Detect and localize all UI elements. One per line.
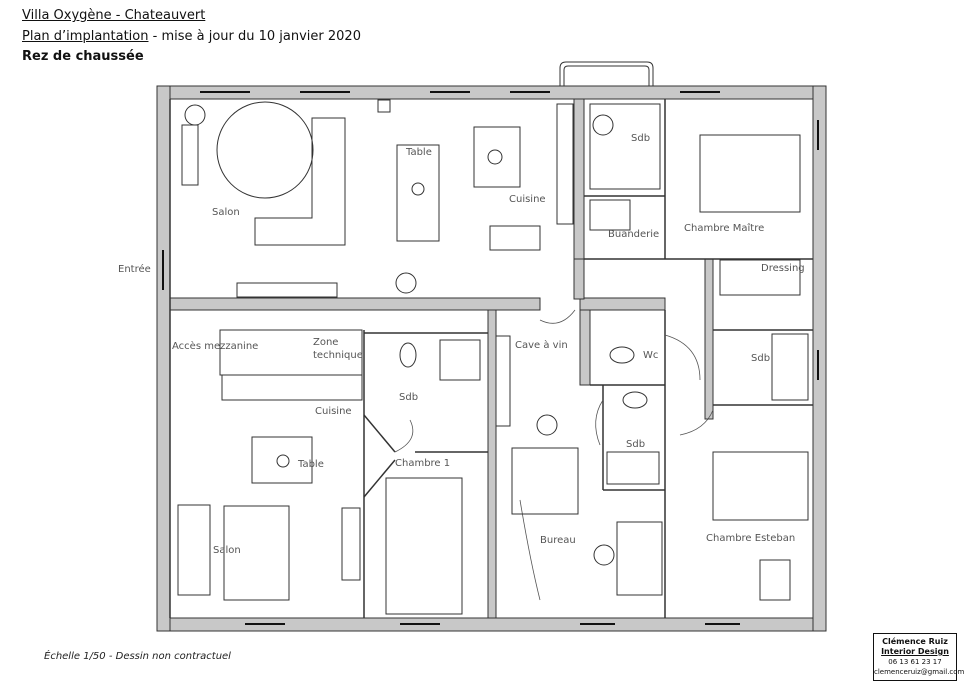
master-bed: [699, 134, 801, 213]
ground-right-furniture: [495, 333, 809, 601]
room-salon-left: Salon: [213, 545, 241, 556]
desk: [511, 447, 579, 515]
room-chambre-esteban: Chambre Esteban: [706, 533, 795, 544]
east-partition: [704, 258, 714, 420]
table-centerpiece-icon: [411, 182, 425, 196]
corner-sofa: [254, 117, 346, 246]
sideboard: [236, 282, 338, 298]
room-salon-top: Salon: [212, 207, 240, 218]
side-table: [377, 99, 391, 113]
room-table-left: Table: [297, 459, 324, 470]
laundry-machine: [589, 199, 631, 231]
round-rug: [216, 101, 314, 199]
room-sdb-center: Sdb: [626, 439, 645, 450]
desk-chair: [536, 414, 558, 436]
west-wall: [156, 85, 171, 632]
room-buanderie: Buanderie: [608, 229, 659, 240]
room-entree: Entrée: [118, 263, 151, 275]
console-2: [341, 507, 361, 581]
middle-wall-center: [579, 297, 666, 311]
room-chambre-maitre: Chambre Maître: [684, 222, 764, 234]
room-zone-technique-1: Zone: [313, 337, 338, 348]
room-sdb-top: Sdb: [631, 133, 650, 144]
room-wc: Wc: [643, 350, 658, 361]
room-dressing: Dressing: [761, 263, 805, 274]
designer-company: Interior Design: [881, 647, 949, 656]
scale-note: Échelle 1/50 - Dessin non contractuel: [44, 651, 231, 662]
center-wall: [487, 309, 497, 619]
room-table-top: Table: [405, 147, 432, 158]
ground-left-furniture: [177, 329, 481, 615]
room-sdb-right: Sdb: [751, 353, 770, 364]
room-cuisine-top: Cuisine: [509, 194, 546, 205]
window-marks: [162, 91, 819, 625]
dining-table: [396, 144, 440, 242]
sofa-2: [177, 504, 211, 596]
north-wall: [156, 85, 827, 100]
middle-wall-left: [169, 297, 541, 311]
shower-center: [606, 451, 660, 485]
designer-phone: 06 13 61 23 17: [888, 658, 942, 666]
sink-unit: [489, 225, 541, 251]
project-title: Villa Oxygène - Chateauvert: [22, 8, 206, 23]
room-acces-mezzanine: Accès mezzanine: [172, 340, 258, 352]
kitchen-counter: [556, 103, 574, 225]
plant-icon: [184, 104, 206, 126]
table-2-centerpiece-icon: [276, 454, 290, 468]
dressing-cabinet: [719, 259, 801, 296]
kitchen-block: [221, 374, 363, 401]
toilet-wc: [609, 346, 635, 364]
shower-right: [771, 333, 809, 401]
island-centerpiece-icon: [487, 149, 503, 165]
bed-chambre-1: [385, 477, 463, 615]
wc-wall: [579, 309, 591, 386]
bay-window: [559, 61, 654, 86]
washbasin: [592, 114, 614, 136]
level-title: Rez de chaussée: [22, 49, 144, 64]
toilet-sdb: [622, 391, 648, 409]
plan-subtitle-prefix: Plan d’implantation: [22, 29, 149, 44]
east-wall: [812, 85, 827, 632]
wine-rack: [495, 335, 511, 427]
plan-subtitle: Plan d’implantation - mise à jour du 10 …: [22, 29, 361, 44]
toilet-1: [399, 342, 417, 368]
room-sdb-mid: Sdb: [399, 392, 418, 403]
tv-console: [181, 124, 199, 186]
room-chambre-1: Chambre 1: [395, 458, 450, 469]
dining-table-2: [251, 436, 313, 484]
desk-esteban: [759, 559, 791, 601]
armchair: [593, 544, 615, 566]
salon-top-furniture: [181, 99, 574, 298]
rug-2: [223, 505, 290, 601]
kitchen-island: [473, 126, 521, 188]
sofa-bureau: [616, 521, 663, 596]
room-zone-technique-2: technique: [313, 350, 363, 361]
shower-1: [439, 339, 481, 381]
doors: [394, 309, 714, 601]
kitchen-wall: [573, 98, 585, 260]
master-suite-furniture: [589, 103, 801, 296]
exterior-walls: [156, 85, 827, 632]
designer-name: Clémence Ruiz: [882, 637, 948, 646]
designer-email: clemenceruiz@gmail.com: [874, 668, 965, 676]
kitchen-wall-lower: [573, 258, 585, 300]
bed-esteban: [712, 451, 809, 521]
plan-subtitle-date: - mise à jour du 10 janvier 2020: [148, 29, 361, 44]
bathroom-fixtures: [589, 103, 661, 190]
room-cave-a-vin: Cave à vin: [515, 339, 568, 351]
designer-stamp: Clémence Ruiz Interior Design 06 13 61 2…: [873, 633, 965, 681]
room-bureau: Bureau: [540, 535, 576, 546]
person-icon: [395, 272, 417, 294]
interior-partitions: [169, 99, 813, 618]
room-cuisine-left: Cuisine: [315, 406, 352, 417]
